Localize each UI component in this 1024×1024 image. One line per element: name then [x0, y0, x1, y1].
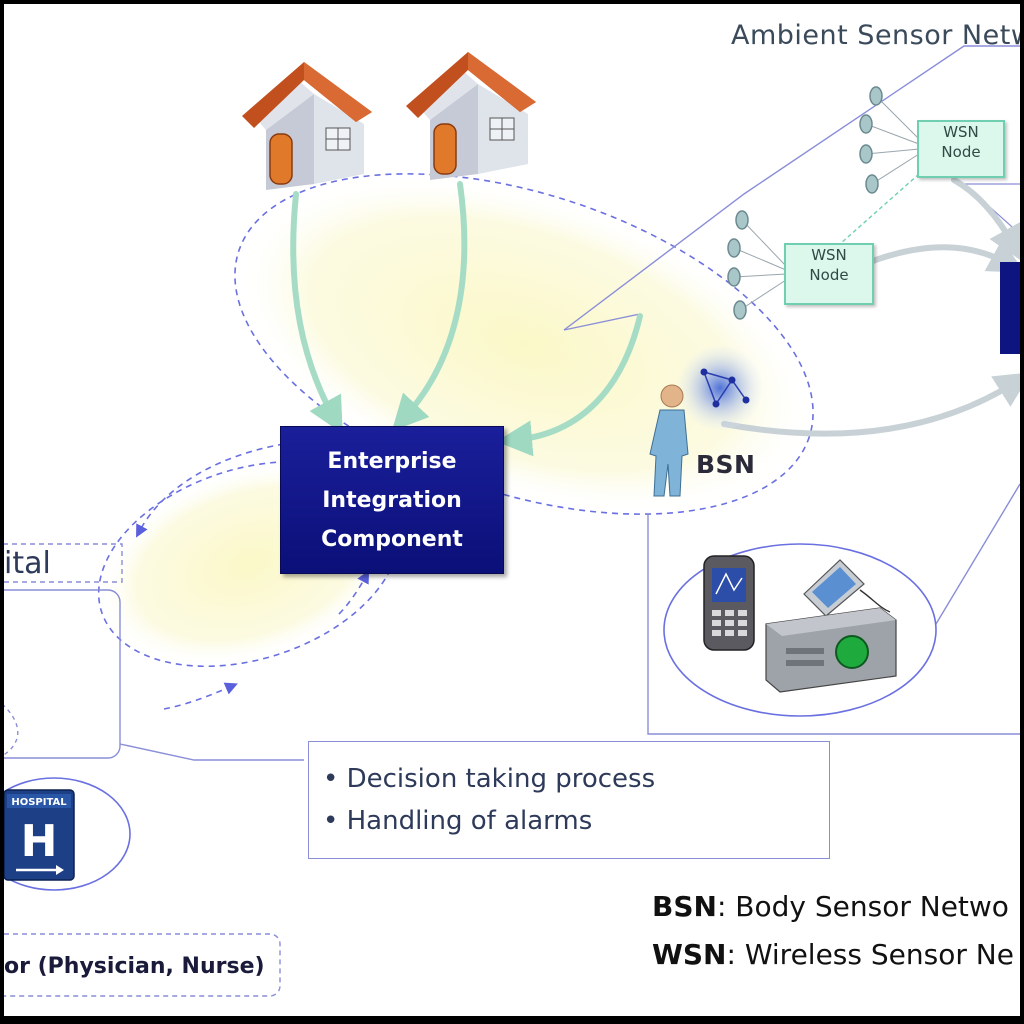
sensor-beads-2 [727, 210, 749, 320]
legend-bsn-text: : Body Sensor Netwo [716, 890, 1009, 923]
mobile-phone-icon [703, 555, 755, 651]
enterprise-integration-component: Enterprise Integration Component [280, 426, 504, 574]
home-icon [406, 52, 536, 180]
hospital-sign-letter: H [21, 816, 58, 867]
arrow-wsn1-to-box [951, 177, 1020, 262]
bsn-label: BSN [696, 450, 756, 479]
device-region-outline [647, 514, 1020, 735]
legend-wsn-text: : Wireless Sensor Ne [726, 938, 1014, 971]
actor-box [4, 933, 281, 997]
hospital-tasks-box: • Decision taking process • Handling of … [308, 741, 830, 859]
device-region-diagonal [929, 483, 1020, 635]
hospital-sign-icon: HOSPITAL H [4, 789, 75, 881]
home-icon [242, 62, 372, 190]
eic-label-line: Integration [322, 487, 462, 513]
dashed-arrow-to-hospital [136, 443, 285, 538]
sensor-beads-1 [859, 86, 883, 194]
legend-bsn: BSN: Body Sensor Netwo [652, 890, 1009, 923]
dashed-arrow-to-eic [338, 570, 370, 615]
actor-label: or (Physician, Nurse) [4, 954, 265, 979]
legend-wsn: WSN: Wireless Sensor Ne [652, 938, 1014, 971]
eic-label-line: Component [321, 526, 463, 552]
pda-device-icon [803, 559, 891, 617]
person-icon [649, 384, 689, 497]
wsn-node-label: Node [941, 143, 981, 161]
sensor-cluster-2 [733, 219, 787, 311]
wsn-link-dashed [839, 173, 920, 245]
task-item: • Decision taking process [323, 764, 656, 794]
hospital-sign-text: HOSPITAL [11, 797, 67, 808]
eic-label-line: Enterprise [327, 448, 457, 474]
bsn-network-icon [678, 346, 762, 430]
hospital-box-arc [4, 705, 19, 756]
arrow-bsn-to-box [721, 372, 1020, 437]
arrow-bsn-to-eic [496, 313, 643, 457]
dashed-arrow-lower [163, 682, 238, 710]
wsn-node: WSN Node [917, 120, 1005, 178]
diagram-canvas: HOSPITAL H Ambient Sensor Netw WSN Node … [4, 4, 1020, 1016]
hospital-sign-ellipse [4, 777, 131, 891]
ambient-region-outline [563, 45, 1020, 331]
legend-wsn-abbr: WSN [652, 938, 727, 971]
hospital-label-box [4, 543, 123, 583]
arrow-home1-to-eic [290, 191, 343, 434]
diagram-graphics: HOSPITAL H [4, 45, 1020, 997]
wsn-node-label: WSN [943, 123, 979, 141]
arrow-home2-to-eic [391, 181, 468, 432]
hospital-to-bullets-connector [119, 743, 304, 761]
ambient-sensor-network-title: Ambient Sensor Netw [731, 20, 1020, 51]
task-item: • Handling of alarms [323, 806, 593, 836]
hospital-box [4, 589, 121, 759]
legend-bsn-abbr: BSN [652, 890, 717, 923]
arrow-wsn2-to-box [867, 239, 1020, 273]
sensor-cluster-1 [865, 95, 920, 185]
wsn-node-label: WSN [811, 246, 847, 264]
wsn-node: WSN Node [784, 243, 874, 305]
wsn-node-label: Node [809, 266, 849, 284]
gateway-device-icon [765, 607, 897, 693]
ambient-region-line-2 [563, 313, 641, 331]
partial-component-box [1000, 262, 1020, 354]
hospital-label: ital [4, 546, 51, 581]
